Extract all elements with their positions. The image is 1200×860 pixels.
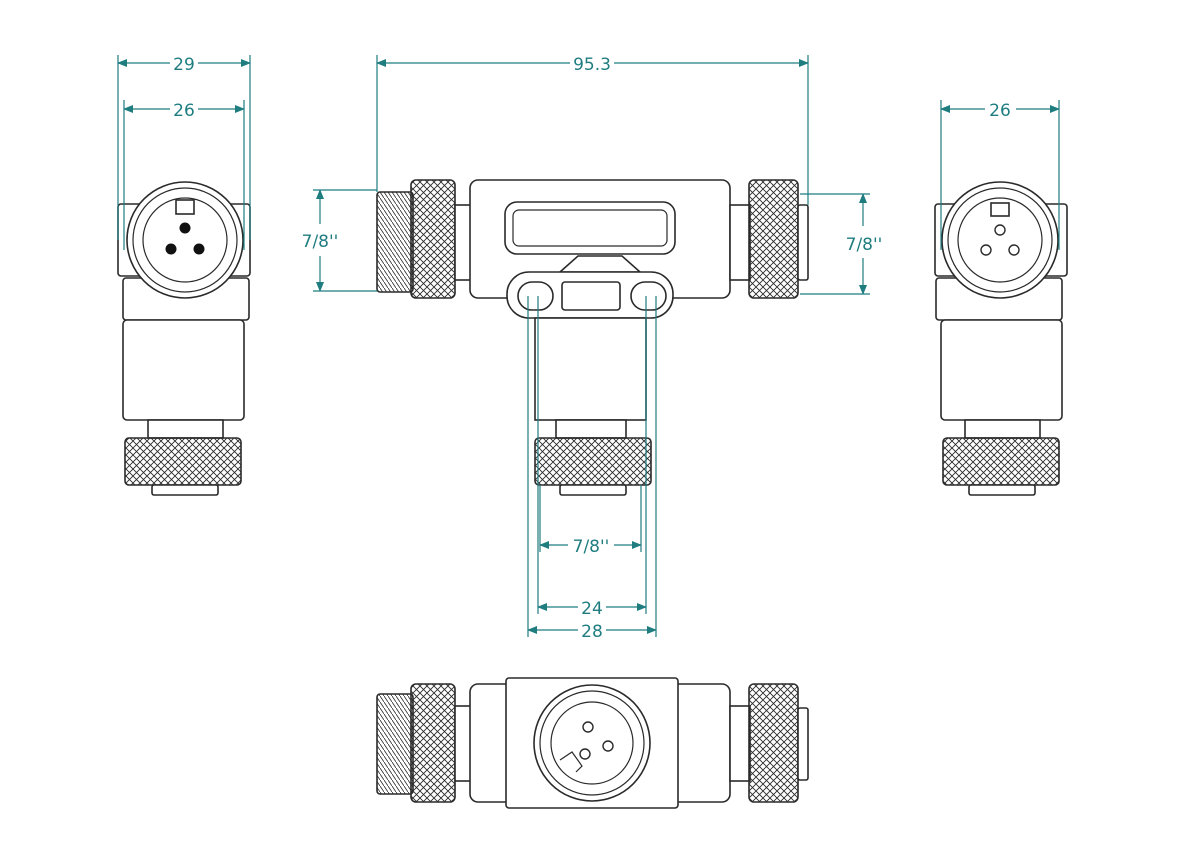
female-socket: [994, 224, 1006, 236]
bottom-view: [376, 677, 809, 809]
left-knurled-coupling: [410, 179, 456, 299]
right-side-view: [934, 181, 1068, 496]
body-window-outer: [504, 201, 676, 255]
left-body: [122, 319, 245, 421]
right-key-notch: [990, 202, 1010, 217]
right-connector-insert: [957, 197, 1043, 283]
bottom-connector-ring: [539, 690, 645, 796]
right-neck: [964, 419, 1041, 439]
right-end-cap: [797, 204, 809, 281]
lug-slot-center: [561, 281, 621, 311]
right-nut-cap: [968, 484, 1036, 496]
bottom-connector-insert: [550, 701, 634, 785]
lug-slot-right: [630, 281, 667, 311]
bottom-right-cap: [797, 707, 809, 781]
dim-left-29: 29: [173, 55, 195, 75]
left-connector-face: [126, 181, 244, 299]
bottom-left-thread: [376, 693, 414, 795]
dimensions: 29 26 95.3 26 7/8'' 7/8'': [117, 55, 1060, 642]
dim-left-thread: 7/8'': [302, 232, 339, 252]
male-pin: [179, 222, 191, 234]
female-socket: [602, 740, 614, 752]
down-branch-body: [534, 317, 647, 421]
left-knurled-nut: [124, 437, 242, 486]
front-view: [376, 179, 809, 496]
left-side-view: [117, 181, 251, 496]
left-key-notch: [175, 199, 195, 215]
right-body: [940, 319, 1063, 421]
body-window-inner: [512, 209, 668, 247]
left-nut-cap: [151, 484, 219, 496]
female-socket: [579, 748, 591, 760]
down-branch-neck: [555, 419, 627, 439]
left-connector-insert: [142, 197, 228, 283]
lug-slot-left: [517, 281, 554, 311]
bottom-right-neck: [729, 705, 751, 782]
left-neck: [147, 419, 224, 439]
down-knurled-nut: [534, 437, 652, 486]
male-pin: [165, 243, 177, 255]
down-nut-cap: [559, 484, 627, 496]
dim-right-thread: 7/8'': [846, 235, 883, 255]
right-neck-front: [729, 204, 751, 281]
right-knurled-coupling: [748, 179, 799, 299]
bottom-left-neck: [454, 705, 472, 782]
bottom-left-knurl: [410, 683, 456, 803]
left-connector-ring: [132, 187, 238, 293]
female-socket: [1008, 244, 1020, 256]
male-pin: [193, 243, 205, 255]
left-male-thread: [376, 191, 414, 293]
dim-bottom-thread: 7/8'': [573, 537, 610, 557]
bottom-right-knurl: [748, 683, 799, 803]
right-connector-face: [941, 181, 1059, 299]
dim-right-26: 26: [989, 101, 1011, 121]
right-connector-ring: [947, 187, 1053, 293]
dim-bottom-24: 24: [581, 599, 603, 619]
right-knurled-nut: [942, 437, 1060, 486]
dim-bottom-28: 28: [581, 622, 603, 642]
bottom-key: [559, 751, 583, 773]
female-socket: [980, 244, 992, 256]
dim-overall-95-3: 95.3: [573, 55, 611, 75]
female-socket: [582, 721, 594, 733]
left-neck-front: [454, 204, 472, 281]
dim-left-26: 26: [173, 101, 195, 121]
